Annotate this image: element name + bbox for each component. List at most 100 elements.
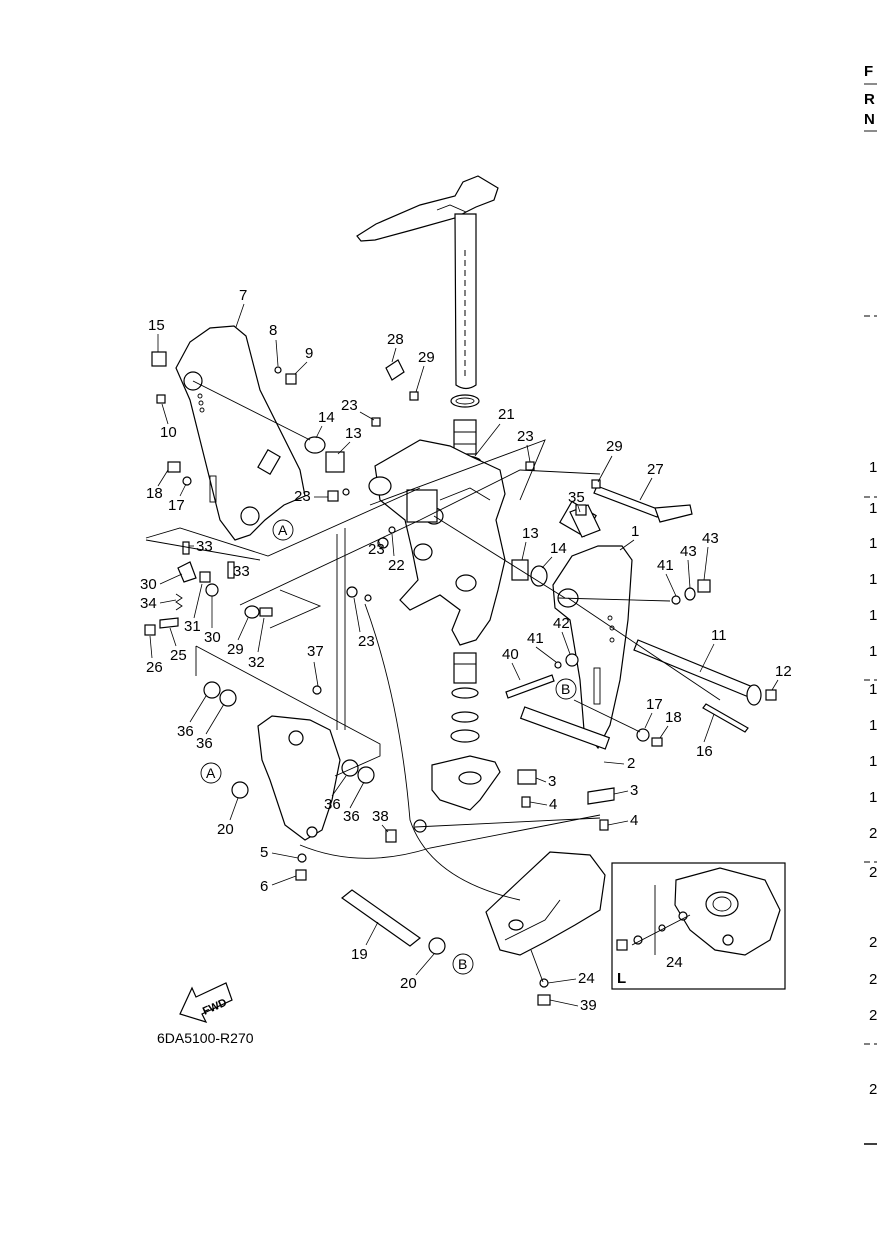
- ref-letter-b: B: [561, 681, 570, 697]
- ref-letter-a: A: [206, 765, 216, 781]
- callout-18: 18: [665, 709, 682, 726]
- callout-7: 7: [239, 287, 247, 304]
- callout-25: 25: [170, 647, 187, 664]
- ref-circle-b: [555, 678, 577, 700]
- callout-30: 30: [140, 576, 157, 593]
- edge-number: 1: [869, 681, 877, 698]
- callout-33: 33: [233, 563, 250, 580]
- callout-2: 2: [627, 755, 635, 772]
- callout-39: 39: [580, 997, 597, 1014]
- edge-number: 1: [869, 789, 877, 806]
- callout-42: 42: [553, 615, 570, 632]
- circle-refs: A A B B: [200, 519, 577, 975]
- callout-21: 21: [498, 406, 515, 423]
- callout-15: 15: [148, 317, 165, 334]
- stern-bracket: [257, 715, 341, 841]
- edge-number: 2: [869, 1081, 877, 1098]
- steering-handle: [356, 175, 499, 390]
- ref-letter-a: A: [278, 522, 288, 538]
- ref-circle-a: [200, 762, 222, 784]
- callout-17: 17: [646, 696, 663, 713]
- edge-number: 2: [869, 934, 877, 951]
- callout-41: 41: [657, 557, 674, 574]
- edge-number: 1: [869, 535, 877, 552]
- inset-detail: 24 L: [611, 862, 786, 990]
- inset-label: L: [617, 970, 626, 987]
- callout-20: 20: [217, 821, 234, 838]
- callout-3: 3: [548, 773, 556, 790]
- callout-11: 11: [711, 627, 727, 644]
- callout-26: 26: [146, 659, 163, 676]
- callout-18: 18: [146, 485, 163, 502]
- callout-27: 27: [647, 461, 664, 478]
- ref-circle-a: [272, 519, 294, 541]
- lower-shaft: [341, 889, 421, 947]
- callout-23: 23: [517, 428, 534, 445]
- edge-number: 1: [869, 459, 877, 476]
- callout-34: 34: [140, 595, 157, 612]
- callout-32: 32: [248, 654, 265, 671]
- clamp-bracket-left: [175, 325, 306, 541]
- callout-10: 10: [160, 424, 177, 441]
- fwd-arrow-icon: FWD: [179, 982, 233, 1023]
- callout-24: 24: [578, 970, 595, 987]
- callout-9: 9: [305, 345, 313, 362]
- callout-8: 8: [269, 322, 277, 339]
- callout-23: 23: [341, 397, 358, 414]
- callout-19: 19: [351, 946, 368, 963]
- callout-13: 13: [522, 525, 539, 542]
- callout-43: 43: [680, 543, 697, 560]
- callout-43: 43: [702, 530, 719, 547]
- edge-number: 1: [869, 500, 877, 517]
- lower-steering-housing: [431, 755, 501, 811]
- edge-number: 1: [869, 571, 877, 588]
- clamp-bracket-right: [552, 545, 633, 750]
- right-edge-column: F R N 1 1 1 1 1 1 1 1 1 1 2 2 2 2 2 2: [864, 63, 877, 1145]
- callout-22: 22: [388, 557, 405, 574]
- diagram-code: 6DA5100-R270: [157, 1030, 254, 1046]
- callouts: 7 15 8 9 10 14 13 23 28 29 21 23 18 17 2…: [140, 287, 792, 1014]
- callout-4: 4: [630, 812, 638, 829]
- callout-12: 12: [775, 663, 792, 680]
- callout-24: 24: [666, 954, 683, 971]
- callout-5: 5: [260, 844, 268, 861]
- callout-16: 16: [696, 743, 713, 760]
- edge-number: 1: [869, 717, 877, 734]
- callout-36: 36: [196, 735, 213, 752]
- callout-20: 20: [400, 975, 417, 992]
- callout-28: 28: [387, 331, 404, 348]
- callout-36: 36: [324, 796, 341, 813]
- callout-29: 29: [227, 641, 244, 658]
- ref-circle-b: [452, 953, 474, 975]
- callout-30: 30: [204, 629, 221, 646]
- callout-17: 17: [168, 497, 185, 514]
- callout-13: 13: [345, 425, 362, 442]
- edge-letter-n: N: [864, 111, 875, 128]
- callout-23: 23: [368, 541, 385, 558]
- edge-number: 1: [869, 753, 877, 770]
- callout-41: 41: [527, 630, 544, 647]
- swivel-bracket: [368, 439, 506, 646]
- edge-number: 2: [869, 825, 877, 842]
- callout-36: 36: [177, 723, 194, 740]
- callout-40: 40: [502, 646, 519, 663]
- callout-23: 23: [358, 633, 375, 650]
- callout-35: 35: [568, 489, 585, 506]
- edge-number: 2: [869, 864, 877, 881]
- callout-3: 3: [630, 782, 638, 799]
- callout-4: 4: [549, 796, 557, 813]
- callout-23: 23: [294, 488, 311, 505]
- callout-6: 6: [260, 878, 268, 895]
- edge-number: 1: [869, 643, 877, 660]
- edge-number: 2: [869, 1007, 877, 1024]
- callout-29: 29: [418, 349, 435, 366]
- edge-number: 2: [869, 971, 877, 988]
- callout-38: 38: [372, 808, 389, 825]
- edge-number: 1: [869, 607, 877, 624]
- callout-1: 1: [631, 523, 639, 540]
- edge-letter-r: R: [864, 91, 875, 108]
- edge-letter-f: F: [864, 63, 873, 80]
- ref-letter-b: B: [458, 956, 467, 972]
- callout-33: 33: [196, 538, 213, 555]
